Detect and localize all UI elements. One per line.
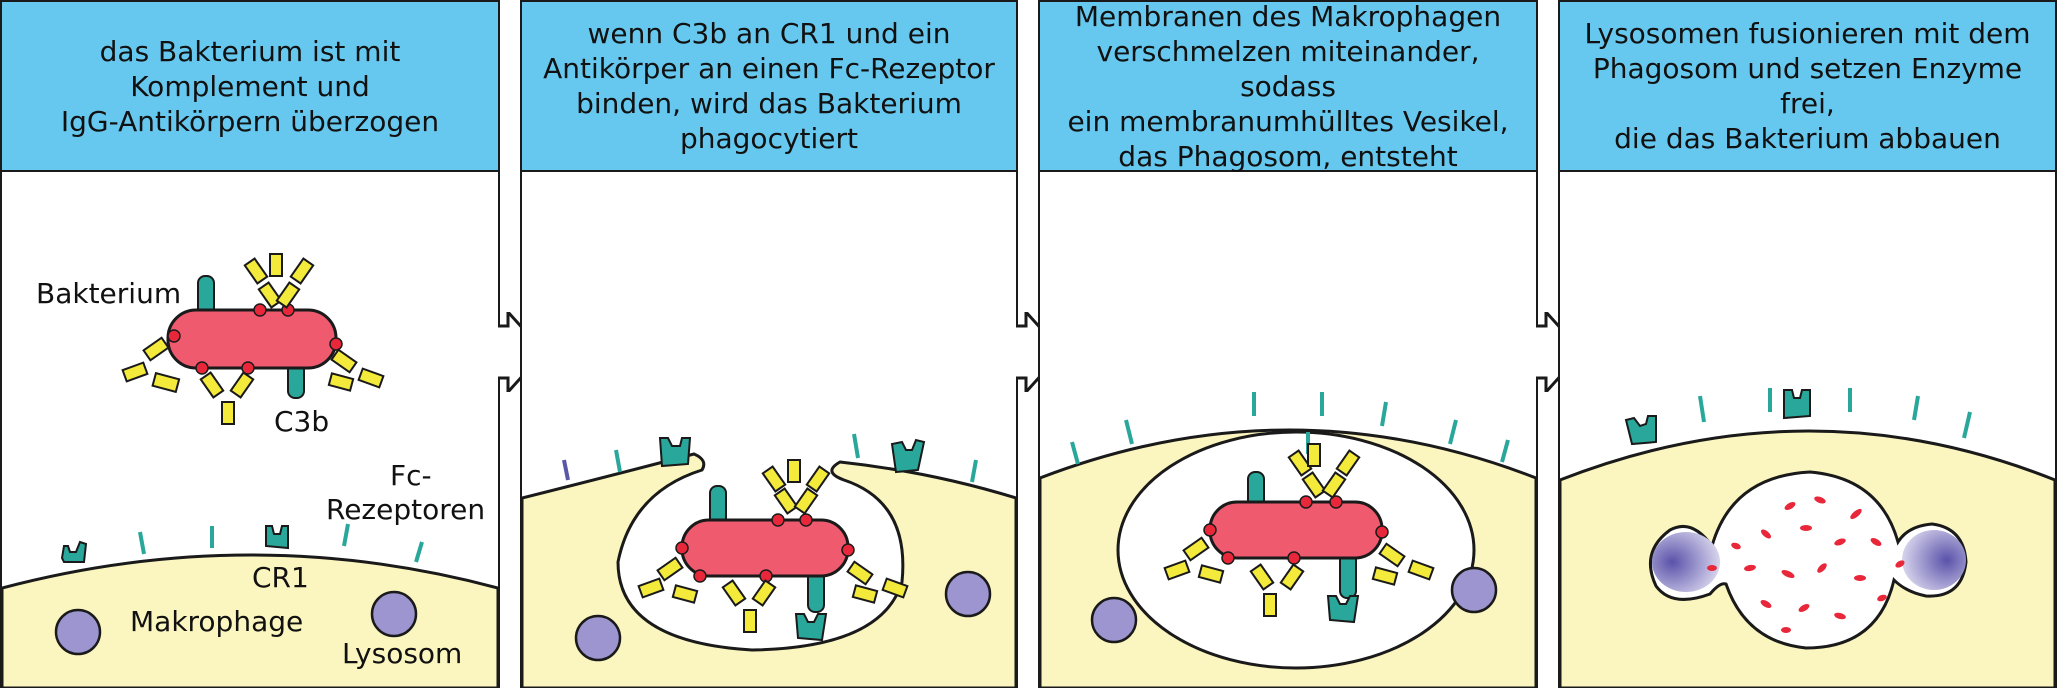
panel-4: Lysosomen fusionieren mit dem Phagosom u… — [1558, 0, 2057, 688]
panel-4-caption: Lysosomen fusionieren mit dem Phagosom u… — [1584, 17, 2031, 155]
lysosome-fused-left — [1652, 532, 1720, 592]
lysosome-1 — [1090, 596, 1138, 644]
panel-1: das Bakterium ist mit Komplement und IgG… — [0, 0, 500, 688]
fc-receptor-2 — [265, 525, 289, 550]
macrophage-cell — [522, 452, 1016, 688]
panel-3: Membranen des Makrophagen verschmelzen m… — [1038, 0, 1538, 688]
label-makrophage: Makrophage — [130, 605, 304, 638]
panel-2-scene — [522, 433, 1016, 688]
panel-3-caption: Membranen des Makrophagen verschmelzen m… — [1067, 0, 1509, 173]
fc-receptor-bound — [794, 613, 828, 642]
panel-2-caption: wenn C3b an CR1 und ein Antikörper an ei… — [543, 17, 995, 155]
antibody-right — [327, 348, 385, 392]
lysosome-2 — [944, 570, 992, 618]
fc-receptor-1 — [658, 437, 692, 468]
panel-2: wenn C3b an CR1 und ein Antikörper an ei… — [520, 0, 1018, 688]
panel-3-header: Membranen des Makrophagen verschmelzen m… — [1040, 0, 1536, 173]
lysosome-1 — [54, 608, 102, 656]
lysosome-2 — [370, 590, 418, 638]
cr1-receptor-4 — [414, 541, 424, 563]
cr1-receptor-1 — [138, 531, 146, 555]
antibodies — [637, 459, 909, 633]
phagolysosome — [1648, 470, 1968, 650]
panel-4-header: Lysosomen fusionieren mit dem Phagosom u… — [1560, 2, 2055, 172]
antibodies — [1163, 443, 1435, 617]
panel-2-header: wenn C3b an CR1 und ein Antikörper an ei… — [522, 2, 1016, 172]
panel-1-scene — [2, 253, 498, 688]
cr1-receptor-4 — [970, 459, 978, 483]
bacterium — [166, 308, 338, 370]
label-fc-rezeptoren-2: Rezeptoren — [326, 493, 486, 526]
antibody-bottom — [199, 371, 255, 425]
panel-1-caption: das Bakterium ist mit Komplement und IgG… — [60, 34, 440, 138]
cr1-receptors — [1698, 388, 1972, 439]
fc-receptor-1 — [60, 540, 88, 563]
label-lysosom: Lysosom — [342, 637, 463, 670]
enzyme-fragments — [1707, 496, 1905, 633]
antibody-left — [121, 336, 181, 394]
fc-receptor-bound — [1326, 595, 1360, 624]
cr1-receptor-3 — [852, 433, 860, 459]
fc-receptor-2 — [890, 438, 926, 474]
cr1-receptor-2 — [614, 449, 622, 473]
label-bakterium: Bakterium — [36, 277, 182, 310]
bacterium — [680, 518, 850, 578]
panel-3-scene — [1040, 392, 1536, 688]
label-cr1: CR1 — [252, 561, 309, 594]
bacterium — [1208, 500, 1384, 560]
lysosome-2 — [1450, 566, 1498, 614]
lysosome-1 — [574, 614, 622, 662]
cr1-receptor-3 — [342, 523, 350, 547]
label-fc-rezeptoren-1: Fc- — [390, 459, 432, 492]
cr1-receptor-1 — [562, 459, 570, 481]
antibody-top — [243, 253, 315, 309]
fc-receptor — [1624, 415, 1657, 446]
macrophage-cell — [2, 553, 498, 688]
panel-1-header: das Bakterium ist mit Komplement und IgG… — [2, 2, 498, 172]
fc-receptor-2 — [1783, 389, 1811, 420]
lysosome-fused-right — [1902, 530, 1966, 590]
label-c3b: C3b — [274, 405, 330, 438]
complement-dots — [167, 303, 343, 375]
panel-4-scene — [1560, 388, 2055, 688]
